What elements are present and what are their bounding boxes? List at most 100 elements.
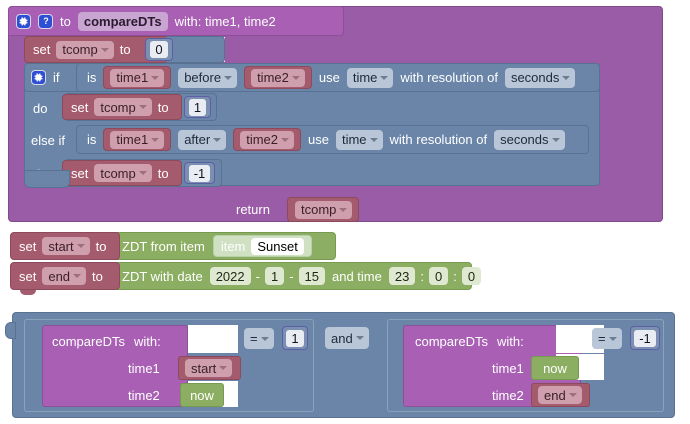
use-label: use — [318, 70, 340, 85]
arg-name-time1: time1 — [128, 360, 160, 376]
now-label: now — [543, 360, 567, 376]
variable-block-start[interactable]: start — [178, 356, 241, 380]
comparator-dropdown-left[interactable]: = — [244, 328, 274, 349]
item-label: item — [220, 238, 246, 254]
is-label: is — [87, 70, 97, 85]
number-block-right-compare[interactable]: -1 — [630, 326, 660, 350]
variable-dropdown-start[interactable]: start — [185, 359, 233, 377]
variable-dropdown-tcomp[interactable]: tcomp — [94, 98, 152, 116]
date-dash-2: - — [289, 268, 294, 284]
number-block-1[interactable]: 1 — [184, 96, 211, 118]
is-label: is — [87, 132, 97, 147]
comparator-dropdown-right[interactable]: = — [592, 328, 622, 349]
with-label: with: — [496, 333, 524, 349]
resolution-label: with resolution of — [389, 132, 488, 147]
resolution-dropdown-seconds[interactable]: seconds — [494, 129, 565, 150]
now-label: now — [190, 387, 214, 403]
zdt-with-date-row: ZDT with date 2022 - 1 - 15 and time 23 … — [122, 262, 482, 290]
set-tcomp-zero-block[interactable]: set tcomp to — [24, 36, 171, 63]
set-end-block[interactable]: set end to — [10, 262, 120, 290]
gear-icon[interactable] — [31, 70, 46, 85]
return-label: return — [236, 202, 270, 217]
procedure-header[interactable]: ? to compareDTs with: time1, time2 — [8, 6, 344, 36]
compare-dts-right-arg1: time1 — [492, 357, 524, 379]
item-value-field[interactable]: Sunset — [251, 237, 304, 255]
procedure-name-field[interactable]: compareDTs — [77, 11, 168, 31]
set-label: set — [71, 99, 89, 115]
comparator-dropdown-after[interactable]: after — [178, 129, 227, 150]
do-label-1: do — [33, 101, 48, 116]
arg-name-time1: time1 — [492, 360, 524, 376]
set-start-block[interactable]: set start to — [10, 232, 120, 260]
time-colon-1: : — [420, 268, 424, 284]
number-field-left-compare[interactable]: 1 — [286, 329, 304, 347]
variable-dropdown-start[interactable]: start — [42, 237, 90, 255]
datetime-compare-block-1[interactable]: is time1 before time2 use time with reso… — [76, 63, 600, 92]
number-block-minus1[interactable]: -1 — [184, 162, 215, 184]
compare-dts-right-header: compareDTs with: — [415, 330, 524, 352]
date-dash-1: - — [255, 268, 260, 284]
logic-left-plug — [5, 322, 16, 339]
variable-dropdown-time1[interactable]: time1 — [110, 130, 165, 149]
number-field-0[interactable]: 0 — [150, 41, 168, 58]
left-empty-socket — [188, 325, 238, 353]
help-icon[interactable]: ? — [38, 13, 53, 29]
call-label: compareDTs — [52, 333, 125, 349]
variable-dropdown-end[interactable]: end — [538, 386, 582, 404]
variable-dropdown-end[interactable]: end — [42, 267, 87, 285]
now-block-right[interactable]: now — [531, 356, 579, 380]
variable-dropdown-tcomp[interactable]: tcomp — [56, 40, 114, 59]
set-label: set — [33, 42, 51, 57]
to-label: to — [119, 42, 131, 57]
return-value-block[interactable]: tcomp — [287, 197, 359, 222]
item-block[interactable]: item Sunset — [212, 235, 312, 257]
zdt-from-item-row: ZDT from item item Sunset — [122, 232, 312, 260]
variable-dropdown-time2[interactable]: time2 — [240, 130, 294, 149]
set-label: set — [71, 165, 89, 181]
variable-block-end[interactable]: end — [531, 383, 590, 407]
minute-field[interactable]: 0 — [428, 267, 449, 285]
statement-notch — [20, 290, 36, 295]
compare-dts-call-left[interactable] — [42, 325, 188, 407]
comparator-dropdown-before[interactable]: before — [178, 67, 238, 88]
datetime-compare-block-2[interactable]: is time1 after time2 use time with resol… — [76, 125, 589, 154]
to-label: to — [157, 99, 169, 115]
use-label: use — [308, 132, 329, 147]
and-time-label: and time — [332, 268, 382, 284]
month-field[interactable]: 1 — [264, 267, 285, 285]
to-label: to — [95, 238, 107, 254]
resolution-dropdown-seconds[interactable]: seconds — [504, 67, 576, 88]
variable-block-time1[interactable]: time1 — [103, 66, 172, 89]
svg-text:?: ? — [43, 16, 49, 26]
number-field-minus1[interactable]: -1 — [188, 164, 211, 182]
year-field[interactable]: 2022 — [209, 267, 251, 285]
arg-name-time2: time2 — [492, 387, 524, 403]
set-tcomp-minusone-block[interactable]: set tcomp to — [62, 160, 182, 186]
compare-dts-right-arg2: time2 — [492, 384, 524, 406]
variable-dropdown-time1[interactable]: time1 — [110, 68, 165, 87]
set-label: set — [19, 238, 37, 254]
set-tcomp-zero-rowfill — [166, 36, 225, 63]
number-field-right-compare[interactable]: -1 — [634, 329, 656, 347]
number-field-1[interactable]: 1 — [188, 98, 207, 116]
variable-dropdown-tcomp[interactable]: tcomp — [295, 200, 353, 219]
and-operator-dropdown[interactable]: and — [325, 327, 369, 349]
unit-dropdown-time[interactable]: time — [335, 129, 383, 150]
set-label: set — [19, 268, 37, 284]
variable-block-time2[interactable]: time2 — [233, 128, 301, 151]
number-block-left-compare[interactable]: 1 — [282, 326, 308, 350]
now-block-left[interactable]: now — [180, 383, 224, 407]
number-block-0[interactable]: 0 — [145, 38, 173, 61]
variable-block-time2[interactable]: time2 — [244, 66, 312, 89]
day-field[interactable]: 15 — [298, 267, 325, 285]
variable-dropdown-time2[interactable]: time2 — [251, 68, 305, 87]
zdt-from-item-label: ZDT from item — [122, 238, 205, 254]
hour-field[interactable]: 23 — [388, 267, 416, 285]
variable-dropdown-tcomp[interactable]: tcomp — [94, 164, 152, 182]
set-tcomp-one-block[interactable]: set tcomp to — [62, 94, 182, 120]
second-field[interactable]: 0 — [461, 267, 482, 285]
gear-icon[interactable] — [16, 13, 31, 29]
variable-block-time1[interactable]: time1 — [103, 128, 172, 151]
zdt-with-date-label: ZDT with date — [122, 268, 203, 284]
unit-dropdown-time[interactable]: time — [346, 67, 394, 88]
